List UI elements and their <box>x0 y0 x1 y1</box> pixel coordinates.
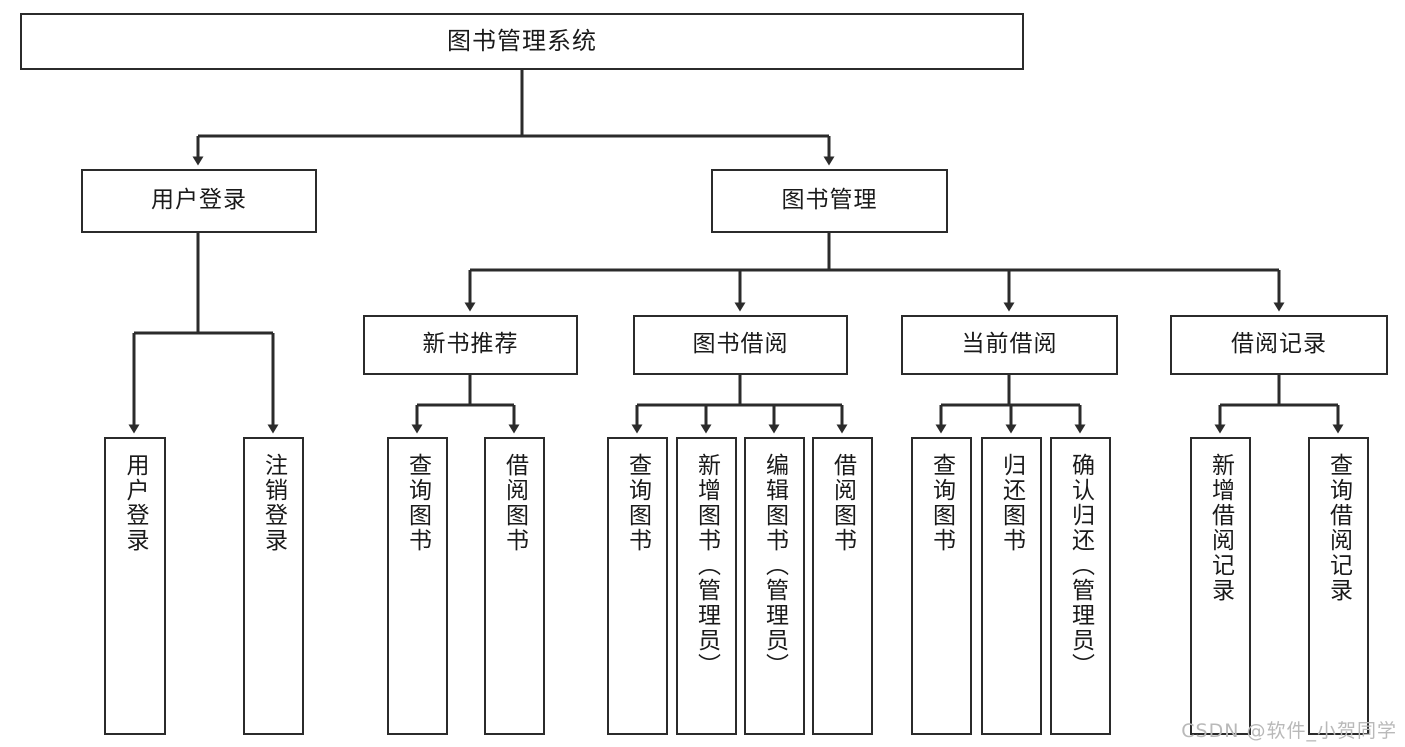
leaf-confirm-return-label: 确认归还（管理员） <box>1067 453 1094 678</box>
node-book-manage[interactable]: 图书管理 <box>711 169 948 233</box>
leaf-add-book[interactable]: 新增图书（管理员） <box>676 437 737 735</box>
node-new-book-recommend[interactable]: 新书推荐 <box>363 315 578 375</box>
leaf-user-login[interactable]: 用户登录 <box>104 437 166 735</box>
node-current-borrow-label: 当前借阅 <box>961 331 1058 358</box>
node-book-borrow-label: 图书借阅 <box>692 331 789 358</box>
leaf-confirm-return[interactable]: 确认归还（管理员） <box>1050 437 1111 735</box>
node-borrow-record[interactable]: 借阅记录 <box>1170 315 1388 375</box>
leaf-query-book-3[interactable]: 查询图书 <box>911 437 972 735</box>
leaf-query-book-2-label: 查询图书 <box>624 453 651 553</box>
leaf-user-login-label: 用户登录 <box>122 453 149 553</box>
node-user-login[interactable]: 用户登录 <box>81 169 317 233</box>
leaf-borrow-book-2[interactable]: 借阅图书 <box>812 437 873 735</box>
leaf-borrow-book-1-label: 借阅图书 <box>501 453 528 553</box>
leaf-return-book-label: 归还图书 <box>998 453 1025 553</box>
leaf-add-book-label: 新增图书（管理员） <box>693 453 720 678</box>
node-book-manage-label: 图书管理 <box>781 187 878 214</box>
node-book-borrow[interactable]: 图书借阅 <box>633 315 848 375</box>
leaf-add-record-label: 新增借阅记录 <box>1207 453 1234 603</box>
node-new-book-recommend-label: 新书推荐 <box>422 331 519 358</box>
leaf-add-record[interactable]: 新增借阅记录 <box>1190 437 1251 735</box>
leaf-borrow-book-1[interactable]: 借阅图书 <box>484 437 545 735</box>
node-current-borrow[interactable]: 当前借阅 <box>901 315 1118 375</box>
leaf-edit-book[interactable]: 编辑图书（管理员） <box>744 437 805 735</box>
leaf-query-record[interactable]: 查询借阅记录 <box>1308 437 1369 735</box>
leaf-query-book-1-label: 查询图书 <box>404 453 431 553</box>
node-root-label: 图书管理系统 <box>447 27 597 56</box>
leaf-query-book-2[interactable]: 查询图书 <box>607 437 668 735</box>
node-borrow-record-label: 借阅记录 <box>1231 331 1327 358</box>
leaf-query-record-label: 查询借阅记录 <box>1325 453 1352 603</box>
leaf-query-book-1[interactable]: 查询图书 <box>387 437 448 735</box>
leaf-logout-label: 注销登录 <box>260 453 287 553</box>
node-user-login-label: 用户登录 <box>151 187 247 214</box>
leaf-return-book[interactable]: 归还图书 <box>981 437 1042 735</box>
leaf-logout[interactable]: 注销登录 <box>243 437 304 735</box>
leaf-edit-book-label: 编辑图书（管理员） <box>761 453 788 678</box>
node-root[interactable]: 图书管理系统 <box>20 13 1024 70</box>
leaf-query-book-3-label: 查询图书 <box>928 453 955 553</box>
leaf-borrow-book-2-label: 借阅图书 <box>829 453 856 553</box>
